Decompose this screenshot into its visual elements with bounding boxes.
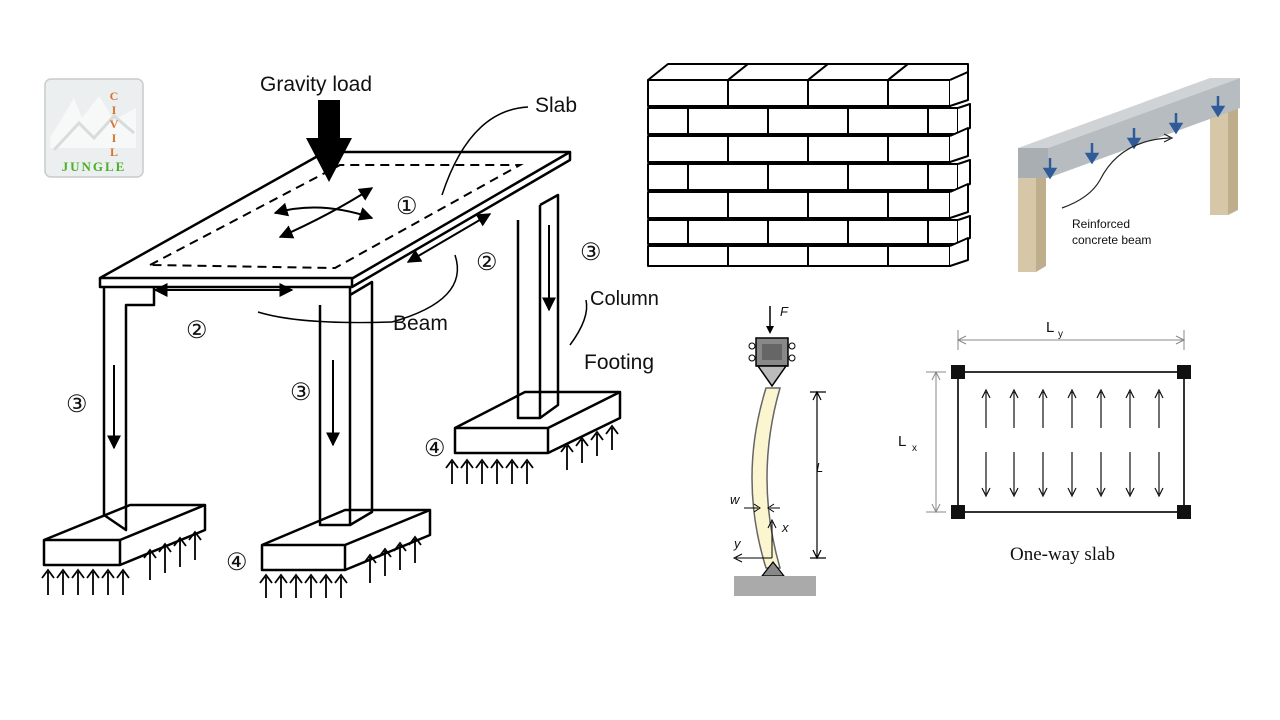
buckled-column <box>751 387 781 569</box>
beam-top-face <box>1018 78 1240 148</box>
ly-subscript: y <box>1058 329 1063 340</box>
reaction-arrows-left <box>41 530 202 595</box>
gravity-load-label: Gravity load <box>260 73 372 96</box>
number-1-slab: ① <box>396 193 418 220</box>
footing-middle <box>260 508 432 572</box>
front-right-column <box>318 287 352 527</box>
length-label-l: L <box>816 460 823 475</box>
frame-load-path-diagram: Gravity load Slab Beam Column Footing ① … <box>41 73 659 598</box>
number-4-footing-right: ④ <box>424 435 446 462</box>
number-2-beam-front: ② <box>186 317 208 344</box>
brick-wall-illustration <box>647 63 971 267</box>
slab-label: Slab <box>535 94 577 117</box>
logo-letter-i2: I <box>112 131 117 145</box>
one-way-slab-caption: One-way slab <box>1010 544 1115 565</box>
reaction-arrows-right <box>445 424 619 484</box>
logo-letter-c: C <box>110 89 119 103</box>
lx-subscript: x <box>912 443 917 454</box>
reaction-arrows-middle <box>259 535 422 598</box>
axis-label-y: y <box>733 536 742 551</box>
left-front-column <box>102 287 156 532</box>
number-3-column-left: ③ <box>66 391 88 418</box>
rc-beam-label-line1: Reinforced <box>1072 217 1130 231</box>
slab-top-face <box>98 150 572 280</box>
footing-right <box>453 390 622 455</box>
back-right-column <box>516 205 542 420</box>
number-2-beam-right: ② <box>476 249 498 276</box>
civil-jungle-logo: C I V I L JUNGLE <box>44 78 144 178</box>
one-way-slab-illustration: L y L x One-way slab <box>898 319 1191 565</box>
lx-label: L <box>898 433 906 450</box>
slab-dashed-outline <box>149 164 524 270</box>
ly-label: L <box>1046 319 1054 336</box>
rc-beam-label-line2: concrete beam <box>1072 233 1151 247</box>
reinforced-concrete-beam-illustration: Reinforced concrete beam <box>1018 78 1240 272</box>
logo-letter-v: V <box>110 117 119 131</box>
beam-front-face <box>1018 148 1048 178</box>
gravity-load-arrow <box>306 100 352 182</box>
column-buckling-illustration: F L w x y <box>730 304 826 596</box>
column-label: Column <box>590 288 659 310</box>
logo-letter-i: I <box>112 103 117 117</box>
number-4-footing-middle: ④ <box>226 549 248 576</box>
beam-label: Beam <box>393 312 448 335</box>
footing-label: Footing <box>584 351 654 374</box>
force-label-f: F <box>780 304 789 319</box>
footing-left <box>42 503 207 567</box>
number-3-column-middle: ③ <box>290 379 312 406</box>
logo-word-jungle: JUNGLE <box>62 159 127 174</box>
number-3-column-back: ③ <box>580 239 602 266</box>
logo-letter-l: L <box>110 145 118 159</box>
axis-label-x: x <box>781 520 789 535</box>
slab-outline <box>957 371 1185 513</box>
deflection-label-w: w <box>730 492 741 507</box>
